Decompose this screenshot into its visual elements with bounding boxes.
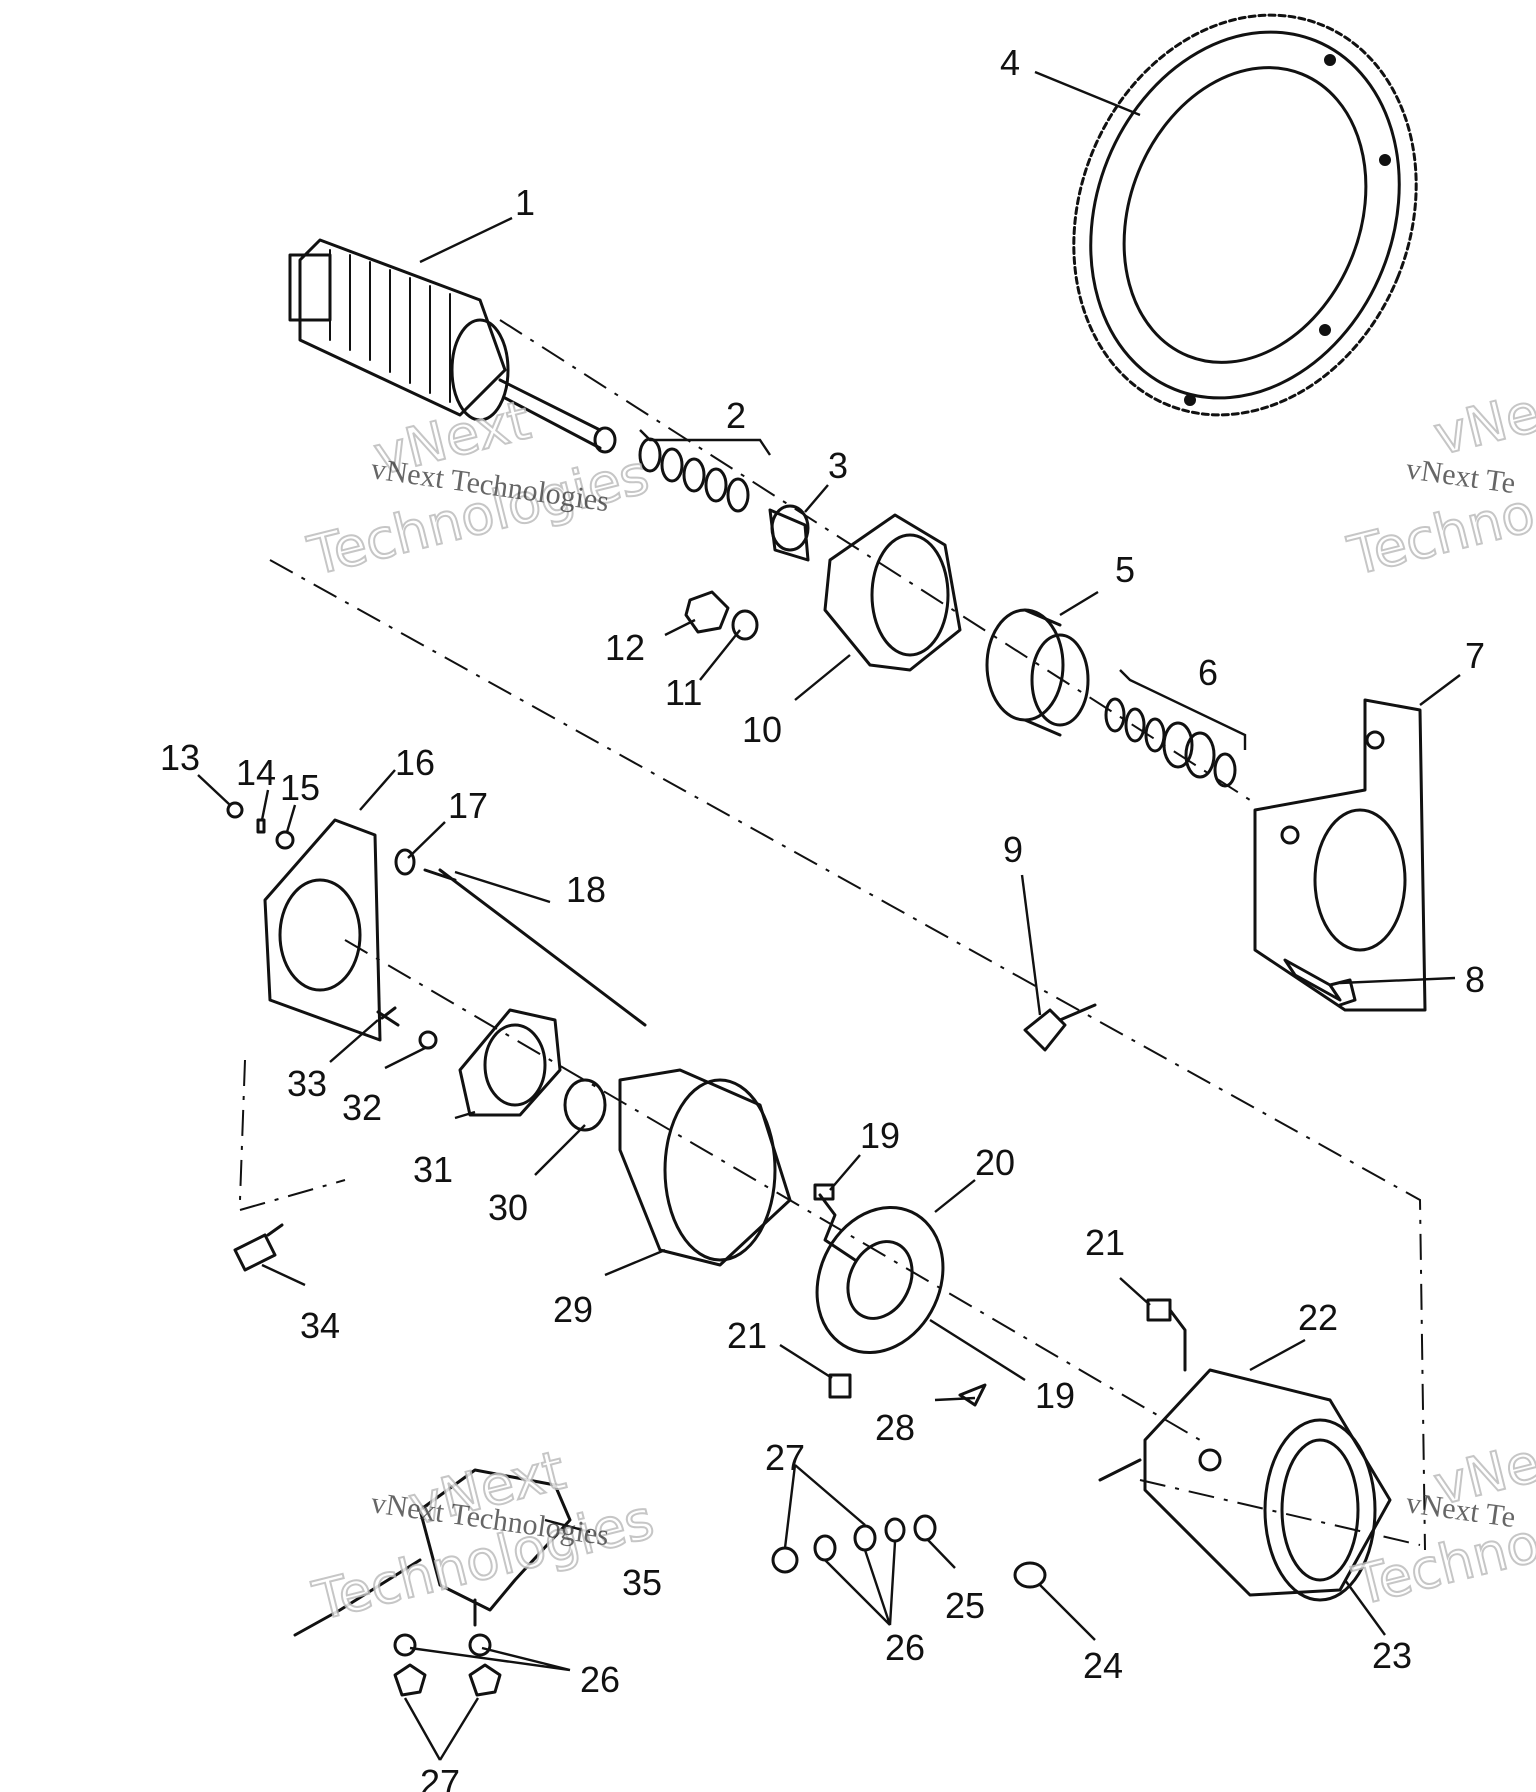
callout-21-left: 21 bbox=[727, 1315, 767, 1356]
callout-13: 13 bbox=[160, 737, 200, 778]
end-plate-part-16 bbox=[263, 818, 382, 1042]
screw-part-33 bbox=[376, 1006, 400, 1027]
spring-collar-part-6 bbox=[1104, 669, 1247, 788]
callout-27-left: 27 bbox=[420, 1762, 460, 1792]
spring-clip-part-28 bbox=[958, 1383, 987, 1407]
screw-part-9 bbox=[1023, 1003, 1097, 1052]
watermark-small-2: vNext Te bbox=[1404, 452, 1517, 500]
callout-5: 5 bbox=[1115, 549, 1135, 590]
bracket-part-31 bbox=[458, 1008, 562, 1117]
bushing-part-30 bbox=[563, 1078, 607, 1132]
callout-3: 3 bbox=[828, 445, 848, 486]
stud-part-22 bbox=[1098, 1458, 1142, 1482]
brush-lead-part-19 bbox=[813, 1183, 857, 1262]
through-bolt-part-18 bbox=[423, 868, 647, 1027]
end-housing-part-10 bbox=[823, 513, 962, 672]
nut-part-12 bbox=[684, 590, 730, 634]
washer-part-25 bbox=[913, 1514, 937, 1542]
watermarks: vNext Technologies vNext Technologies vN… bbox=[301, 380, 1536, 1634]
callout-17: 17 bbox=[448, 785, 488, 826]
callout-26-center: 26 bbox=[885, 1627, 925, 1668]
pinion-part-5 bbox=[985, 608, 1090, 737]
callout-9: 9 bbox=[1003, 829, 1023, 870]
washer-part-17 bbox=[394, 848, 416, 876]
brush-part-21b bbox=[1146, 1298, 1187, 1372]
watermark-big-top-2: vNe bbox=[1428, 381, 1536, 468]
callout-11: 11 bbox=[665, 672, 702, 713]
callout-34: 34 bbox=[300, 1305, 340, 1346]
screw-part-24 bbox=[1013, 1561, 1047, 1589]
callout-22: 22 bbox=[1298, 1297, 1338, 1338]
armature-part bbox=[288, 238, 617, 454]
spring-part-2 bbox=[638, 429, 771, 513]
callout-19-upper: 19 bbox=[860, 1115, 900, 1156]
callout-28: 28 bbox=[875, 1407, 915, 1448]
solenoid-part-35 bbox=[293, 1468, 572, 1637]
callout-12: 12 bbox=[605, 627, 645, 668]
callout-31: 31 bbox=[413, 1149, 453, 1190]
ring-gear-part-4 bbox=[1072, 13, 1418, 417]
yoke-housing-part-29 bbox=[618, 1068, 792, 1267]
callout-6: 6 bbox=[1198, 652, 1218, 693]
brush-part-21 bbox=[828, 1373, 852, 1399]
callout-21-right: 21 bbox=[1085, 1222, 1125, 1263]
brush-holder-part-20 bbox=[815, 1205, 945, 1355]
callout-33: 33 bbox=[287, 1063, 327, 1104]
callout-14: 14 bbox=[236, 752, 276, 793]
small-hardware-parts-13-15 bbox=[226, 801, 295, 850]
callout-27-center: 27 bbox=[765, 1437, 805, 1478]
callout-26-left: 26 bbox=[580, 1659, 620, 1700]
callout-16: 16 bbox=[395, 742, 435, 783]
callout-35: 35 bbox=[622, 1562, 662, 1603]
callout-23: 23 bbox=[1372, 1635, 1412, 1676]
callout-32: 32 bbox=[342, 1087, 382, 1128]
callout-30: 30 bbox=[488, 1187, 528, 1228]
callout-1: 1 bbox=[515, 182, 535, 223]
nose-housing-part-7 bbox=[1253, 698, 1427, 1012]
callout-29: 29 bbox=[553, 1289, 593, 1330]
callout-10: 10 bbox=[742, 709, 782, 750]
callout-2: 2 bbox=[726, 395, 746, 436]
lockwashers-part-26 bbox=[393, 1517, 906, 1657]
callout-8: 8 bbox=[1465, 959, 1485, 1000]
callout-labels: 1 2 3 4 5 6 7 8 9 10 11 12 13 14 15 16 1… bbox=[160, 42, 1485, 1792]
callout-20: 20 bbox=[975, 1142, 1015, 1183]
bushing-part-3 bbox=[768, 504, 810, 562]
callout-7: 7 bbox=[1465, 635, 1485, 676]
callout-25: 25 bbox=[945, 1585, 985, 1626]
callout-19-lower: 19 bbox=[1035, 1375, 1075, 1416]
washer-part-11 bbox=[731, 609, 759, 641]
terminal-part-34 bbox=[233, 1223, 284, 1272]
callout-15: 15 bbox=[280, 767, 320, 808]
leader-lines bbox=[197, 70, 1461, 1761]
callout-18: 18 bbox=[566, 869, 606, 910]
callout-24: 24 bbox=[1083, 1645, 1123, 1686]
callout-4: 4 bbox=[1000, 42, 1020, 83]
washer-part-32 bbox=[418, 1030, 438, 1050]
field-frame-part-22 bbox=[1143, 1368, 1392, 1602]
